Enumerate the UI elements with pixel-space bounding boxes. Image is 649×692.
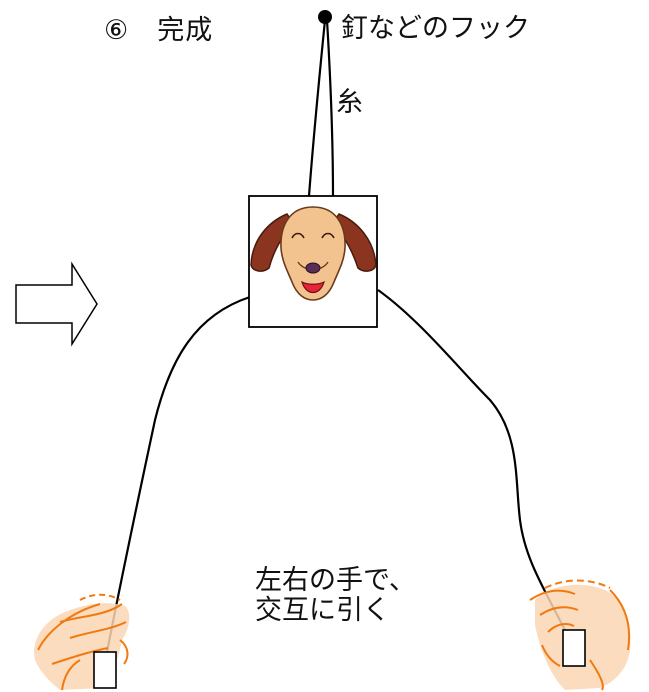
thread-label: 糸 [336,87,363,118]
nail-hook [318,10,332,24]
dog-face-icon [250,206,377,301]
left-toggle-tab [93,651,117,689]
hanging-thread-left [307,19,327,197]
instruction-line-1: 左右の手で、 [255,565,416,596]
arrow-right-icon [15,261,98,347]
right-toggle-tab [562,629,586,667]
instruction-line-2: 交互に引く [255,595,390,626]
pull-thread-left [103,295,251,663]
pull-thread-right [377,289,571,641]
nail-hook-label: 釘などのフック [341,13,530,44]
hanging-thread-right [325,19,335,197]
instruction-text: 左右の手で、 交互に引く [255,566,416,626]
step-title: ⑥ 完成 [104,15,214,46]
